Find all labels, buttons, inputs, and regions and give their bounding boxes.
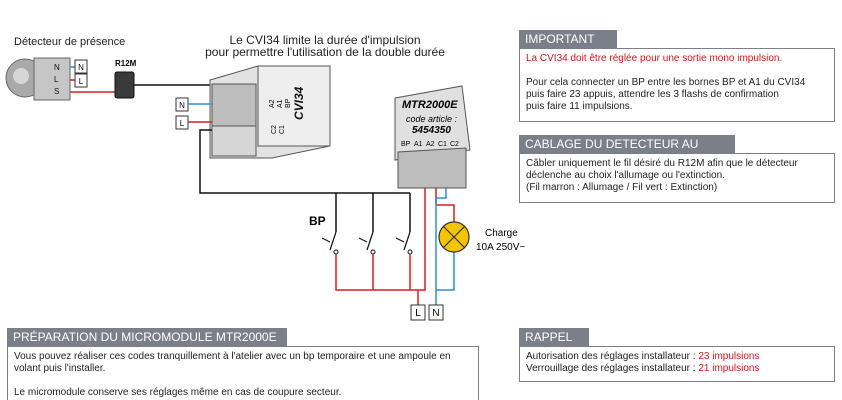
cablage-title: CABLAGE DU DETECTEUR AU R12M	[519, 135, 735, 165]
svg-text:L: L	[415, 308, 421, 319]
cvi34-terminal-a1: A1	[277, 99, 284, 108]
cvi34-name: CVI34	[292, 86, 306, 120]
mtr-name: MTR2000E	[402, 99, 458, 111]
rappel-row-value: 21 impulsions	[698, 363, 760, 374]
important-line: Pour cela connecter un BP entre les born…	[526, 77, 806, 88]
mtr-code: 5454350	[412, 125, 451, 136]
cablage-line: déclenche au choix l'allumage ou l'extin…	[526, 170, 725, 181]
preparation-line: volant puis l'installer.	[14, 363, 106, 374]
rappel-row: Verrouillage des réglages installateur :…	[526, 363, 828, 375]
svg-text:N: N	[179, 101, 185, 110]
preparation-line: Vous pouvez réaliser ces codes tranquill…	[14, 351, 451, 362]
cvi34-caption-line2: pour permettre l'utilisation de la doubl…	[205, 45, 445, 59]
svg-text:L: L	[180, 119, 185, 128]
detector-tag-l: L	[74, 73, 88, 88]
cablage-line: Câbler uniquement le fil désiré du R12M …	[526, 158, 798, 169]
cvi34-tag-l: L	[175, 115, 189, 130]
svg-text:L: L	[79, 77, 84, 86]
detector-terminal-l: L	[54, 75, 59, 84]
important-warning: La CVI34 doit être réglée pour une sorti…	[526, 53, 783, 64]
rappel-row-value: 23 impulsions	[698, 351, 760, 362]
r12m-label: R12M	[115, 59, 137, 68]
rappel-row-label: Verrouillage des réglages installateur :	[526, 363, 699, 374]
important-line: puis faire 23 appuis, attendre les 3 fla…	[526, 89, 779, 100]
lamp-load	[438, 221, 470, 253]
mtr-terminal-bp: BP	[401, 141, 411, 148]
push-button-2	[358, 231, 376, 255]
detector-caption: Détecteur de présence	[14, 36, 125, 48]
mtr-terminal-c2: C2	[450, 141, 459, 148]
cvi34-terminal-bp: BP	[285, 98, 292, 108]
supply-tag-n: N	[428, 304, 444, 321]
charge-label: Charge	[485, 228, 518, 239]
detector-terminal-n: N	[54, 63, 60, 72]
svg-text:N: N	[432, 308, 439, 319]
r12m-module: R12M	[114, 59, 137, 99]
svg-text:N: N	[78, 63, 84, 72]
cvi34-terminal-a2: A2	[269, 99, 276, 108]
mtr-terminal-a2: A2	[426, 141, 435, 148]
mtr-code-label: code article :	[406, 114, 458, 124]
important-title: IMPORTANT	[519, 30, 617, 48]
important-line: puis faire 11 impulsions.	[526, 101, 633, 112]
preparation-body: Vous pouvez réaliser ces codes tranquill…	[7, 346, 479, 400]
rappel-title: RAPPEL	[519, 328, 589, 346]
rappel-row-label: Autorisation des réglages installateur :	[526, 351, 699, 362]
cablage-line: (Fil marron : Allumage / Fil vert : Exti…	[526, 182, 718, 193]
supply-tag-l: L	[410, 304, 426, 321]
charge-rating: 10A 250V~	[476, 242, 525, 253]
mtr2000e-module: MTR2000E code article : 5454350 BP A1 A2…	[394, 85, 471, 189]
presence-detector: N L S	[5, 57, 71, 101]
bp-label: BP	[309, 214, 326, 228]
preparation-line	[14, 375, 472, 387]
rappel-body: Autorisation des réglages installateur :…	[519, 346, 835, 382]
important-body: La CVI34 doit être réglée pour une sorti…	[519, 48, 835, 122]
cablage-body: Câbler uniquement le fil désiré du R12M …	[519, 153, 835, 203]
cvi34-terminal-c2: C2	[271, 125, 278, 134]
push-button-1	[321, 231, 339, 255]
cvi34-terminal-c1: C1	[279, 125, 286, 134]
detector-tag-n: N	[74, 59, 88, 74]
cvi34-caption-line1: Le CVI34 limite la durée d'impulsion	[229, 33, 420, 47]
rappel-row: Autorisation des réglages installateur :…	[526, 351, 828, 363]
cvi34-module: CVI34 C2 C1 A2 A1 BP	[209, 65, 331, 159]
mtr-terminal-c1: C1	[438, 141, 447, 148]
preparation-title: PRÉPARATION DU MICROMODULE MTR2000E	[7, 328, 287, 346]
push-button-3	[395, 231, 413, 255]
preparation-line: Le micromodule conserve ses réglages mêm…	[14, 387, 342, 398]
cvi34-tag-n: N	[175, 97, 189, 112]
mtr-terminal-a1: A1	[414, 141, 423, 148]
detector-terminal-s: S	[54, 87, 59, 96]
